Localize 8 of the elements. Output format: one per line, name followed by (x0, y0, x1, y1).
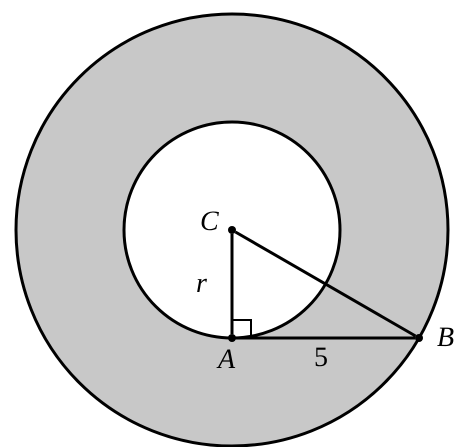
point-label: A (218, 346, 236, 374)
edge-label: 5 (314, 344, 328, 372)
point-label: B (437, 324, 454, 352)
line-segment (236, 336, 415, 340)
line-segment (230, 234, 234, 334)
line-segment (234, 230, 416, 338)
edge-label: r (196, 270, 207, 298)
point-label: C (200, 208, 219, 236)
